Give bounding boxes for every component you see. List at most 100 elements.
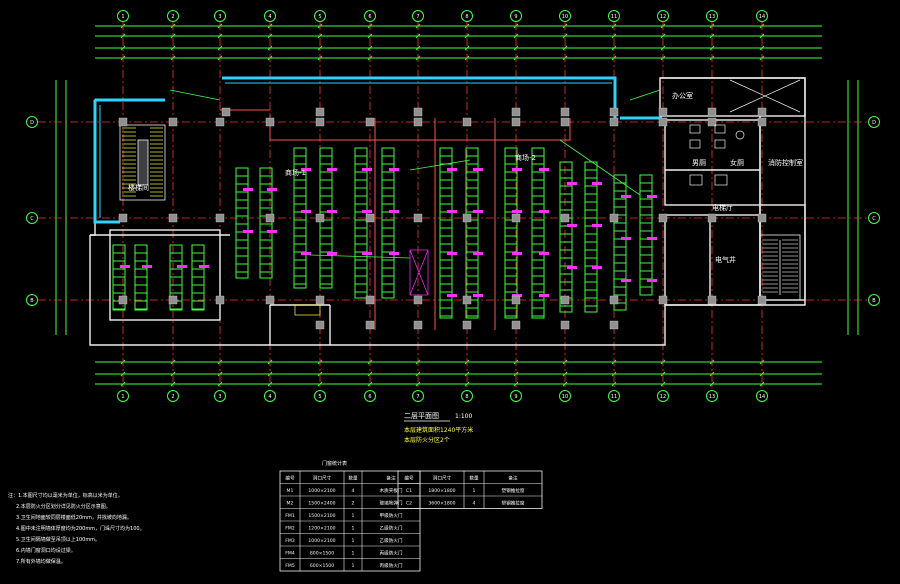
stair-right-treads [762,239,798,293]
table-cell: FM4 [285,551,295,557]
axis-bubble-circle [461,390,473,402]
shelf-rack [639,174,653,296]
rack-marker [301,210,311,213]
rack-marker [362,168,372,171]
caption-area: 本层建筑面积1240平方米 [404,426,473,434]
table-header-cell: 数量 [469,475,479,482]
column [315,295,325,305]
rack-marker [539,294,549,297]
caption-zones: 本层防火分区2个 [404,436,450,444]
column [118,213,128,223]
axis-bubble-circle [657,10,669,22]
column [118,295,128,305]
table-cell: 1 [352,551,355,557]
caption-scale: 1:100 [455,413,472,420]
column [658,295,668,305]
room-label-fire-control: 消防控制室 [768,158,803,167]
axis-bubble-number: 8 [465,14,468,20]
axis-bubble-circle [756,390,768,402]
table-cell: FM2 [285,526,295,532]
dim-tick [709,381,715,387]
note-line: 注：1.本图尺寸均以毫米为单位，标高以米为单位。 [8,492,123,499]
axis-bubble-number: 12 [660,394,666,400]
shelf-rack [559,161,573,313]
rack-marker [447,168,457,171]
axis-bubble-circle [26,212,38,224]
table-cell: M2 [287,501,294,507]
room-label-electric: 电气井 [715,255,736,264]
toilet-fixtures [294,79,801,316]
column [265,117,275,127]
table-cell: 4 [352,488,355,494]
shelf-rack [293,147,307,289]
room-label-area1: 商场-1 [285,168,306,177]
dim-tick [367,381,373,387]
rack-marker [199,265,209,268]
rack-marker [512,168,522,171]
rack-marker [473,168,483,171]
column [413,107,423,117]
axis-bubble-number: 14 [759,14,765,20]
table-header-cell: 编号 [404,475,414,482]
rack-marker [267,188,277,191]
column [221,107,231,117]
column [658,107,668,117]
stair-left-treads [122,127,163,197]
axis-bubble-circle [412,390,424,402]
stair-left [119,124,166,201]
axis-bubble-number: 1 [121,394,124,400]
rack-marker [539,252,549,255]
curtain-walls-inner [99,82,612,218]
rack-marker [327,168,337,171]
axis-bubble-number: 3 [218,394,221,400]
shelf-rack [259,167,273,279]
dim-tick [709,45,715,51]
rack-marker [362,210,372,213]
dim-tick [415,381,421,387]
column [215,117,225,127]
axis-bubble-letter: B [872,298,876,304]
axis-bubble-number: 13 [709,14,715,20]
axis-bubble-number: 8 [465,394,468,400]
column [365,117,375,127]
column [462,320,472,330]
table-cell: C2 [406,501,412,507]
dim-tick [415,45,421,51]
rack-marker [389,252,399,255]
rack-marker [473,252,483,255]
column [511,107,521,117]
room-labels: 商场-1 商场-2 办公室 楼梯间 男厕 女厕 电气井 消防控制室 电梯厅 [128,91,803,264]
axis-bubble-number: 2 [171,394,174,400]
column [560,107,570,117]
table-cell: 1 [352,513,355,519]
dim-tick [611,45,617,51]
room-label-lift-lobby: 电梯厅 [712,203,733,212]
axis-bubble-circle [364,390,376,402]
rack-marker [567,182,577,185]
column [658,213,668,223]
dim-tick [170,33,176,39]
table-cell: M1 [287,488,294,494]
dim-tick [562,381,568,387]
building-walls [89,77,806,346]
table-cell: 乙级防火门 [380,537,403,544]
column [609,295,619,305]
rack-marker [592,182,602,185]
shelf-rack [504,147,518,319]
rack-marker [621,237,631,240]
structural-columns [118,107,767,330]
column [315,117,325,127]
column [609,117,619,127]
axis-bubble-circle [214,390,226,402]
dim-tick [170,45,176,51]
column [560,295,570,305]
table-cell: 1800×1800 [428,488,455,494]
dim-tick [611,33,617,39]
shelf-rack [465,147,479,319]
table-cell: 1200×2100 [308,526,335,532]
table-cell: FM5 [285,563,295,569]
table-header-cell: 洞口尺寸 [313,475,332,482]
